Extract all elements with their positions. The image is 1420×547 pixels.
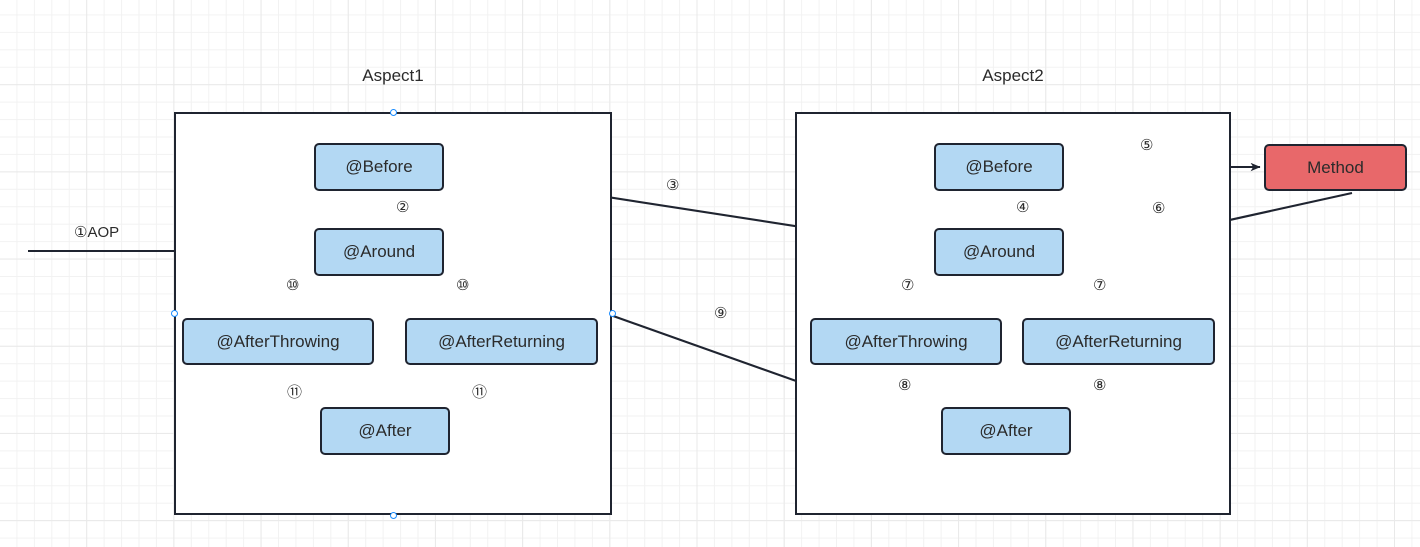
edge-label-e8a: ⑧ — [898, 377, 912, 394]
edge-label-e6: ⑥ — [1152, 200, 1166, 217]
node-a1-after[interactable]: @After — [320, 407, 450, 455]
edge-label-e11b: ⑪ — [472, 384, 488, 401]
node-method[interactable]: Method — [1264, 144, 1407, 191]
selection-handle-h3[interactable] — [170, 309, 178, 317]
selection-handle-h1[interactable] — [389, 108, 397, 116]
selection-handle-h2[interactable] — [389, 511, 397, 519]
node-a1-afterreturning[interactable]: @AfterReturning — [405, 318, 598, 365]
edge-label-e5: ⑤ — [1140, 137, 1154, 154]
node-a1-before[interactable]: @Before — [314, 143, 444, 191]
edge-label-e7a: ⑦ — [901, 277, 915, 294]
selection-handle-h4[interactable] — [608, 309, 616, 317]
edge-label-e10b: ⑩ — [456, 277, 470, 294]
panel-title-aspect1: Aspect1 — [362, 66, 424, 85]
edge-label-e4: ④ — [1016, 199, 1030, 216]
node-a2-after[interactable]: @After — [941, 407, 1071, 455]
node-a1-afterthrowing[interactable]: @AfterThrowing — [182, 318, 374, 365]
node-a1-around[interactable]: @Around — [314, 228, 444, 276]
edge-label-e11a: ⑪ — [287, 384, 303, 401]
node-a2-around[interactable]: @Around — [934, 228, 1064, 276]
edge-label-e7b: ⑦ — [1093, 277, 1107, 294]
node-a2-afterthrowing[interactable]: @AfterThrowing — [810, 318, 1002, 365]
edge-label-e1: ①AOP — [74, 224, 120, 241]
node-a2-before[interactable]: @Before — [934, 143, 1064, 191]
edge-label-e10a: ⑩ — [286, 277, 300, 294]
edge-label-e8b: ⑧ — [1093, 377, 1107, 394]
edge-label-e3: ③ — [666, 177, 680, 194]
panel-title-aspect2: Aspect2 — [982, 66, 1044, 85]
edge-label-e9: ⑨ — [714, 305, 728, 322]
node-a2-afterreturning[interactable]: @AfterReturning — [1022, 318, 1215, 365]
edge-label-e2: ② — [396, 199, 410, 216]
